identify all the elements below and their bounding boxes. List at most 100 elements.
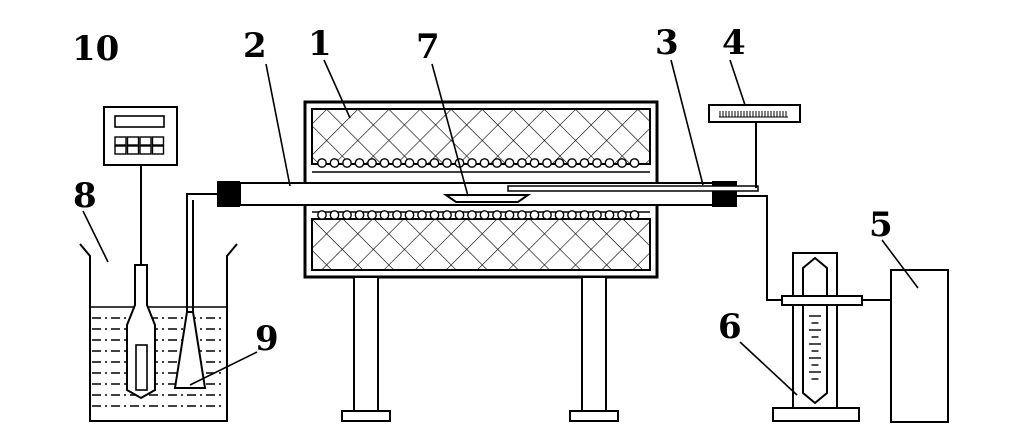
heating-coil: [442, 158, 452, 168]
heating-coil: [392, 158, 402, 168]
furnace-foot-left: [341, 410, 391, 422]
heating-coil: [529, 210, 540, 220]
tube-seal-left: [217, 181, 240, 207]
heating-coil: [617, 210, 627, 220]
label-3-leader: [670, 59, 704, 186]
heating-coil: [429, 158, 440, 168]
flowmeter: [772, 252, 863, 422]
label-8-leader: [82, 210, 109, 263]
tube-seal-right: [712, 181, 737, 207]
label-9-leader: [189, 351, 258, 386]
label-9: 9: [255, 319, 279, 359]
heating-coil: [404, 158, 415, 168]
label-6-leader: [739, 341, 798, 396]
heating-coil: [529, 158, 540, 168]
heating-coil: [504, 210, 515, 220]
ph-meter-keypad: [114, 136, 165, 155]
heating-coil: [354, 210, 365, 220]
heating-coil: [467, 158, 477, 168]
keypad-key: [126, 136, 140, 146]
heating-coil: [542, 210, 552, 220]
heating-coil: [579, 210, 590, 220]
thermocouple: [507, 121, 759, 192]
heating-coil: [417, 158, 427, 168]
furnace-insulation-top: [311, 108, 651, 165]
heating-coils-bottom: [312, 210, 650, 220]
label-5: 5: [869, 205, 893, 245]
ph-electrode: [126, 264, 156, 400]
heating-coil: [579, 158, 590, 168]
heating-coil: [329, 158, 340, 168]
label-8: 8: [73, 176, 97, 216]
sample-boat: [442, 194, 532, 203]
label-5-leader: [881, 239, 919, 289]
label-1-leader: [323, 59, 351, 119]
heating-coil: [629, 210, 640, 220]
gas-cylinder: [890, 269, 949, 423]
heating-coil: [429, 210, 440, 220]
label-10: 10: [72, 29, 119, 69]
heating-coil: [479, 210, 490, 220]
keypad-key: [139, 136, 152, 146]
heating-coil: [417, 210, 427, 220]
flowmeter-scale: [809, 315, 821, 380]
label-6: 6: [718, 307, 742, 347]
heating-coil: [567, 210, 577, 220]
label-7: 7: [416, 27, 440, 67]
heating-coil: [379, 158, 390, 168]
heating-coil: [367, 158, 377, 168]
keypad-key: [114, 145, 127, 155]
temperature-display: [708, 104, 801, 123]
heating-coil: [554, 210, 565, 220]
display-scale: [719, 111, 788, 118]
heating-coil: [617, 158, 627, 168]
furnace-foot-right: [569, 410, 619, 422]
heating-coil: [442, 210, 452, 220]
heating-coil: [492, 158, 502, 168]
heating-coil: [492, 210, 502, 220]
flowmeter-base: [772, 407, 860, 422]
keypad-key: [151, 145, 165, 155]
keypad-key: [151, 136, 165, 146]
keypad-key: [114, 136, 127, 146]
label-7-leader: [431, 63, 469, 197]
heating-coil: [354, 158, 365, 168]
heating-coil: [329, 210, 340, 220]
keypad-key: [126, 145, 140, 155]
ph-meter-screen: [114, 115, 165, 128]
label-4-leader: [729, 59, 746, 106]
heating-coil: [342, 210, 352, 220]
heating-coil: [467, 210, 477, 220]
heating-coil: [379, 210, 390, 220]
label-3: 3: [655, 23, 679, 63]
heating-coil: [392, 210, 402, 220]
heating-coil: [454, 210, 465, 220]
heating-coil: [342, 158, 352, 168]
heating-coil: [479, 158, 490, 168]
heating-coil: [317, 210, 327, 220]
heating-coil: [367, 210, 377, 220]
tube-furnace: [303, 100, 659, 422]
heating-coil: [604, 158, 615, 168]
heating-coils-top: [312, 158, 650, 173]
heating-coil: [404, 210, 415, 220]
heating-coil: [554, 158, 565, 168]
ph-meter: [103, 106, 178, 265]
furnace-leg-right: [581, 276, 607, 412]
label-4: 4: [722, 23, 746, 63]
bubbler: [173, 193, 258, 389]
heating-coil: [604, 210, 615, 220]
keypad-key: [139, 145, 152, 155]
heating-coil: [317, 158, 327, 168]
gas-line-outlet: [737, 195, 782, 301]
beaker-solution: [90, 306, 227, 407]
heating-coil: [592, 158, 602, 168]
heating-coil: [567, 158, 577, 168]
label-2: 2: [243, 26, 267, 66]
label-2-leader: [265, 63, 291, 187]
heating-coil: [592, 210, 602, 220]
label-1: 1: [308, 24, 332, 64]
heating-coil: [504, 158, 515, 168]
